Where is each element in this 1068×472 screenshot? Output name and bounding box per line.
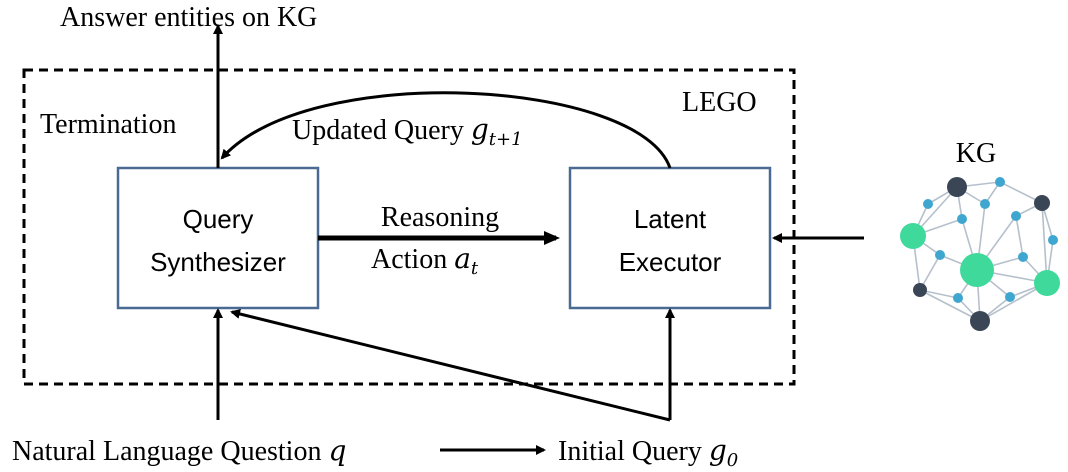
lego-label: LEGO xyxy=(682,87,757,118)
kg-nodes xyxy=(900,177,1060,331)
latent-executor-box xyxy=(568,166,772,310)
termination-label: Termination xyxy=(40,109,176,140)
initial-query-to-synthesizer-arrow xyxy=(230,309,671,422)
nl-question-label: Natural Language Question q xyxy=(12,434,346,467)
query-synthesizer-line2: Synthesizer xyxy=(150,247,286,277)
kg-graph xyxy=(900,177,1060,331)
updated-query-arrow xyxy=(220,91,672,169)
reasoning-label: Reasoning xyxy=(381,202,499,233)
answer-entities-label: Answer entities on KG xyxy=(60,2,317,33)
initial-query-label: Initial Query g0 xyxy=(558,434,738,471)
updated-query-label: Updated Query gt+1 xyxy=(292,113,523,150)
lego-frame xyxy=(22,68,796,386)
action-label: Action at xyxy=(371,242,479,279)
kg-label: KG xyxy=(956,138,996,169)
query-synthesizer-line1: Query xyxy=(183,204,254,234)
query-synthesizer-box xyxy=(116,166,320,310)
latent-executor-line1: Latent xyxy=(634,204,707,234)
latent-executor-line2: Executor xyxy=(619,247,722,277)
